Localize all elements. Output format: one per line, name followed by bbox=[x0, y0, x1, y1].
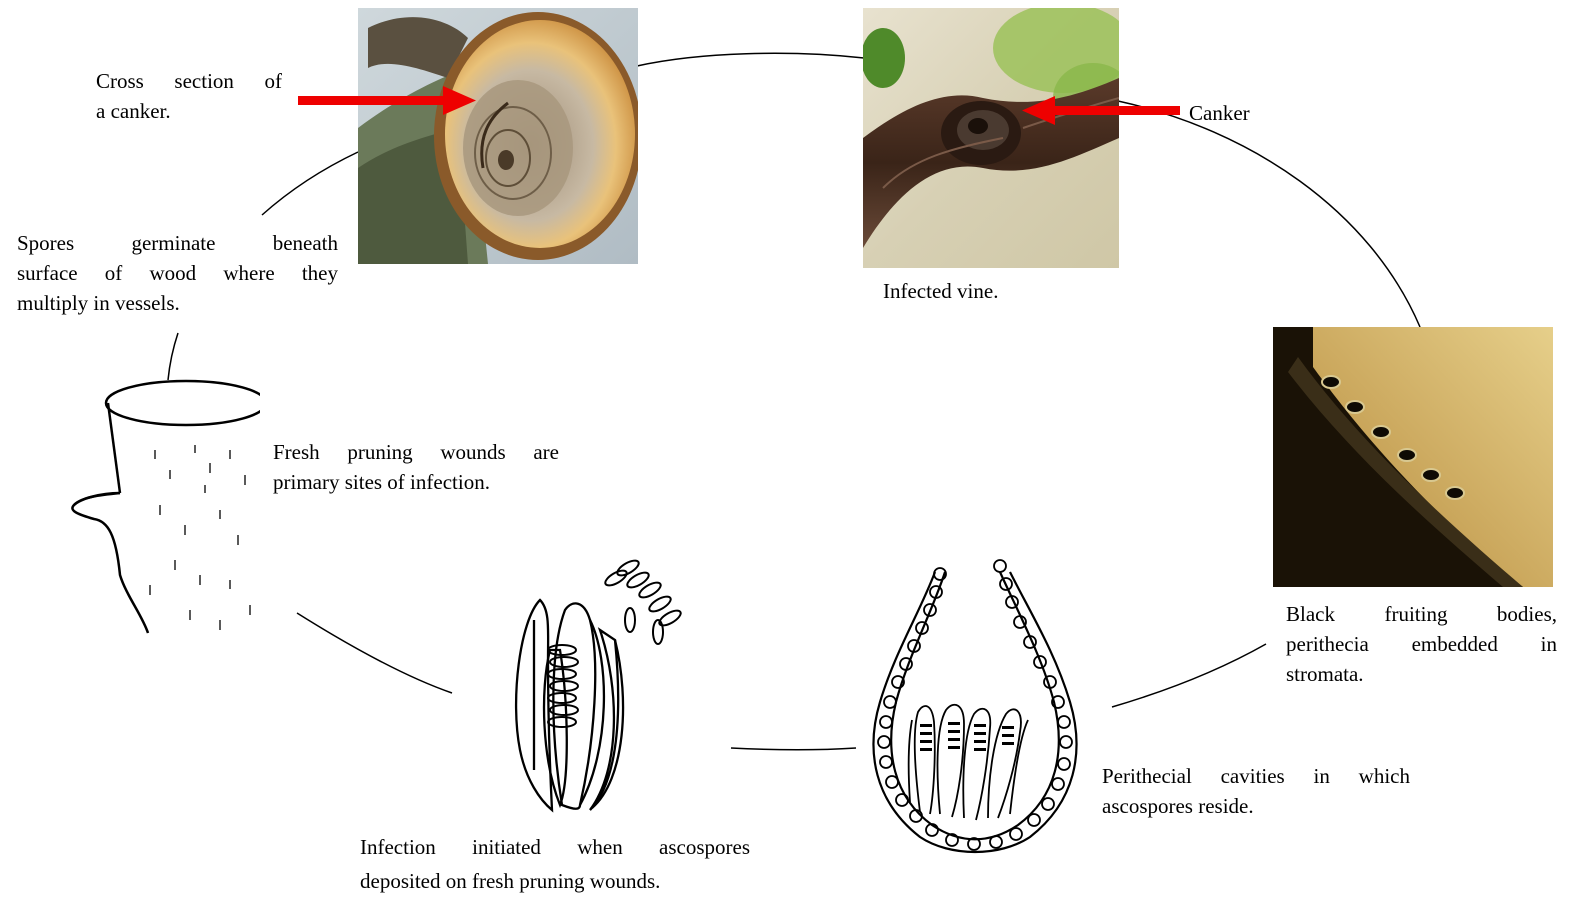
infected-vine-photo bbox=[863, 8, 1119, 268]
label-fresh-wounds: Fresh pruning wounds are primary sites o… bbox=[273, 437, 559, 497]
connector-spores-to-crosssection bbox=[262, 152, 358, 215]
label-spores: Spores germinate beneath surface of wood… bbox=[17, 228, 338, 318]
label-cross-section: Cross section of a canker. bbox=[96, 66, 282, 126]
connector-stromata-to-perithecia bbox=[1112, 644, 1266, 707]
connector-wound-to-spores bbox=[168, 333, 178, 380]
label-black-fruiting-line1: Black fruiting bodies, bbox=[1286, 599, 1557, 629]
label-perithecial: Perithecial cavities in which ascospores… bbox=[1102, 761, 1410, 821]
pruning-wound-sketch bbox=[60, 375, 260, 655]
canker-arrow-right bbox=[1022, 96, 1182, 126]
connector-perithecia-to-infection bbox=[731, 748, 856, 750]
cross-section-photo bbox=[358, 8, 638, 264]
label-cross-section-line2: a canker. bbox=[96, 96, 282, 126]
label-black-fruiting: Black fruiting bodies, perithecia embedd… bbox=[1286, 599, 1557, 689]
label-canker: Canker bbox=[1189, 98, 1250, 128]
label-spores-line2: surface of wood where they bbox=[17, 258, 338, 288]
label-black-fruiting-line3: stromata. bbox=[1286, 659, 1557, 689]
asci-spores-sketch bbox=[480, 540, 700, 840]
label-infected-vine: Infected vine. bbox=[883, 276, 998, 306]
canker-arrow-left bbox=[298, 86, 498, 116]
label-fresh-wounds-line1: Fresh pruning wounds are bbox=[273, 437, 559, 467]
label-infection-line1: Infection initiated when ascospores bbox=[360, 830, 750, 864]
label-fresh-wounds-line2: primary sites of infection. bbox=[273, 467, 559, 497]
connector-vine-to-stromata bbox=[1118, 101, 1420, 327]
label-spores-line3: multiply in vessels. bbox=[17, 288, 338, 318]
label-spores-line1: Spores germinate beneath bbox=[17, 228, 338, 258]
label-infection: Infection initiated when ascospores depo… bbox=[360, 830, 750, 898]
label-black-fruiting-line2: perithecia embedded in bbox=[1286, 629, 1557, 659]
label-perithecial-line2: ascospores reside. bbox=[1102, 791, 1410, 821]
connector-infection-to-wound bbox=[297, 613, 452, 693]
perithecium-sketch bbox=[860, 552, 1090, 862]
connector-crosssection-to-vine bbox=[637, 53, 864, 66]
label-infection-line2: deposited on fresh pruning wounds. bbox=[360, 864, 750, 898]
label-perithecial-line1: Perithecial cavities in which bbox=[1102, 761, 1410, 791]
stromata-photo bbox=[1273, 327, 1553, 587]
label-cross-section-line1: Cross section of bbox=[96, 66, 282, 96]
